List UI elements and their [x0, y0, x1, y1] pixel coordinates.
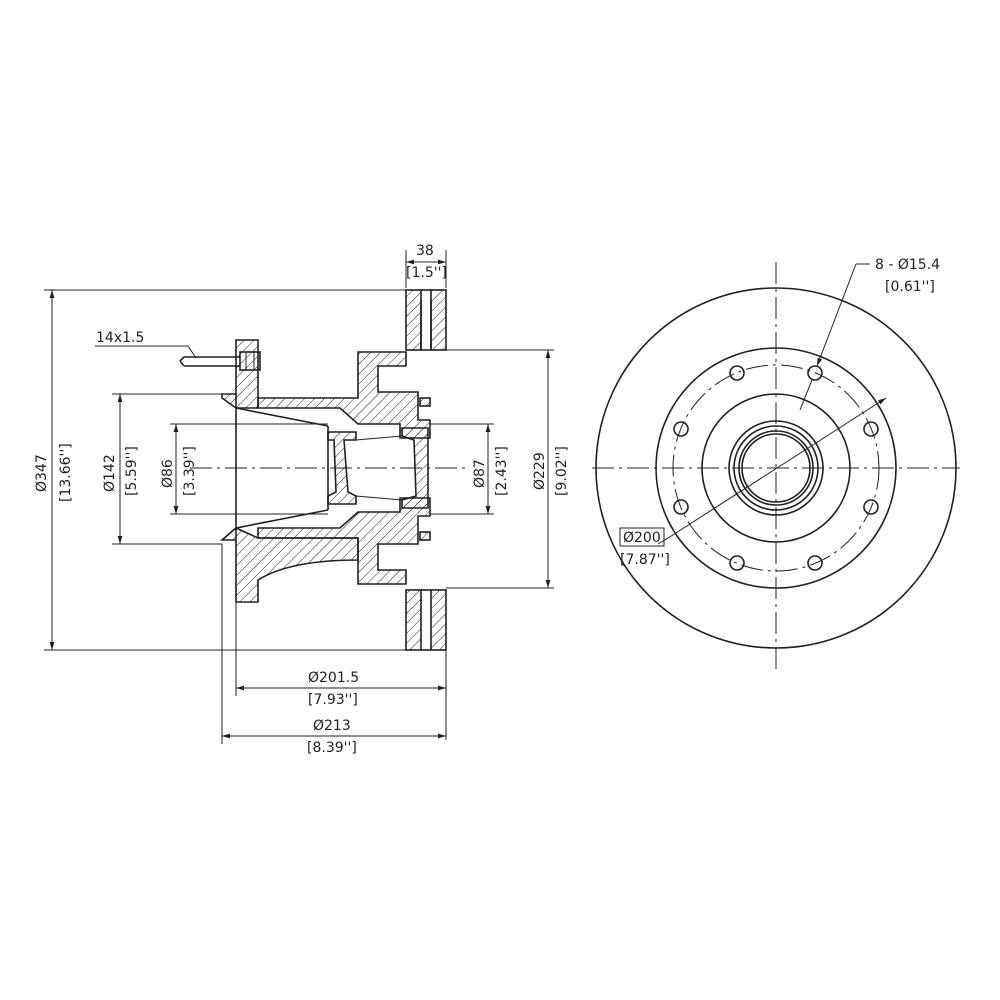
- disc-ring-bottom-right: [430, 589, 447, 651]
- bolt-hole: [807, 365, 823, 381]
- hub-flange-upper: [221, 339, 259, 409]
- thread-label: 14x1.5: [96, 330, 144, 346]
- bore-circle-1: [728, 420, 824, 516]
- bolt-hole: [863, 499, 879, 515]
- pcd-box: [619, 527, 665, 547]
- section-view: 14x1.5 38 [1.5''] Ø347 [13.66''] Ø142 [5…: [34, 243, 570, 756]
- dim-top-width: 38: [416, 243, 434, 259]
- dim-width1-in: [7.93'']: [308, 692, 358, 708]
- flange-circle: [655, 347, 897, 589]
- bolt-circle: [672, 364, 880, 572]
- hub-circle: [701, 393, 851, 543]
- dim-bearing-dia: Ø87: [472, 459, 488, 488]
- bolt-hole: [807, 555, 823, 571]
- dim-outer-dia-in: [13.66'']: [58, 443, 74, 502]
- hat-section-lower: [257, 497, 431, 585]
- dim-width1: Ø201.5: [308, 670, 359, 686]
- bolt-hole: [863, 421, 879, 437]
- dim-flange-dia-in: [9.02'']: [554, 446, 570, 496]
- dim-outer-dia: Ø347: [34, 454, 50, 492]
- bore-circle-3: [738, 430, 814, 506]
- front-view: 8 - Ø15.4 [0.61''] Ø200 [7.87'']: [592, 257, 960, 670]
- disc-ring-top-right: [430, 289, 447, 351]
- wheel-stud: [179, 351, 261, 371]
- dim-bore-dia: Ø86: [160, 459, 176, 488]
- dim-hub-dia: Ø142: [102, 454, 118, 492]
- dim-width2: Ø213: [313, 718, 351, 734]
- bolt-hole: [673, 421, 689, 437]
- hub-flange-lower: [219, 527, 359, 603]
- dim-top-width-in: [1.5'']: [406, 265, 447, 281]
- disc-outer-circle: [595, 287, 957, 649]
- dim-hub-dia-in: [5.59'']: [124, 446, 140, 496]
- dim-bearing-dia-in: [2.43'']: [494, 446, 510, 496]
- bore-circle-4: [741, 433, 811, 503]
- dim-pcd: Ø200: [623, 530, 661, 546]
- dim-pcd-in: [7.87'']: [620, 552, 670, 568]
- pcd-leader: [664, 397, 887, 541]
- bore-circle-2: [733, 425, 819, 511]
- dim-width2-in: [8.39'']: [307, 740, 357, 756]
- bolt-hole: [729, 555, 745, 571]
- hat-section-upper: [257, 351, 431, 439]
- dim-holes-in: [0.61'']: [885, 279, 935, 295]
- dim-bore-dia-in: [3.39'']: [182, 446, 198, 496]
- disc-ring-top-left: [405, 289, 422, 351]
- bolt-hole: [729, 365, 745, 381]
- bolt-hole: [673, 499, 689, 515]
- dim-flange-dia: Ø229: [532, 452, 548, 490]
- disc-ring-bottom-left: [405, 589, 422, 651]
- dim-holes: 8 - Ø15.4: [875, 257, 940, 273]
